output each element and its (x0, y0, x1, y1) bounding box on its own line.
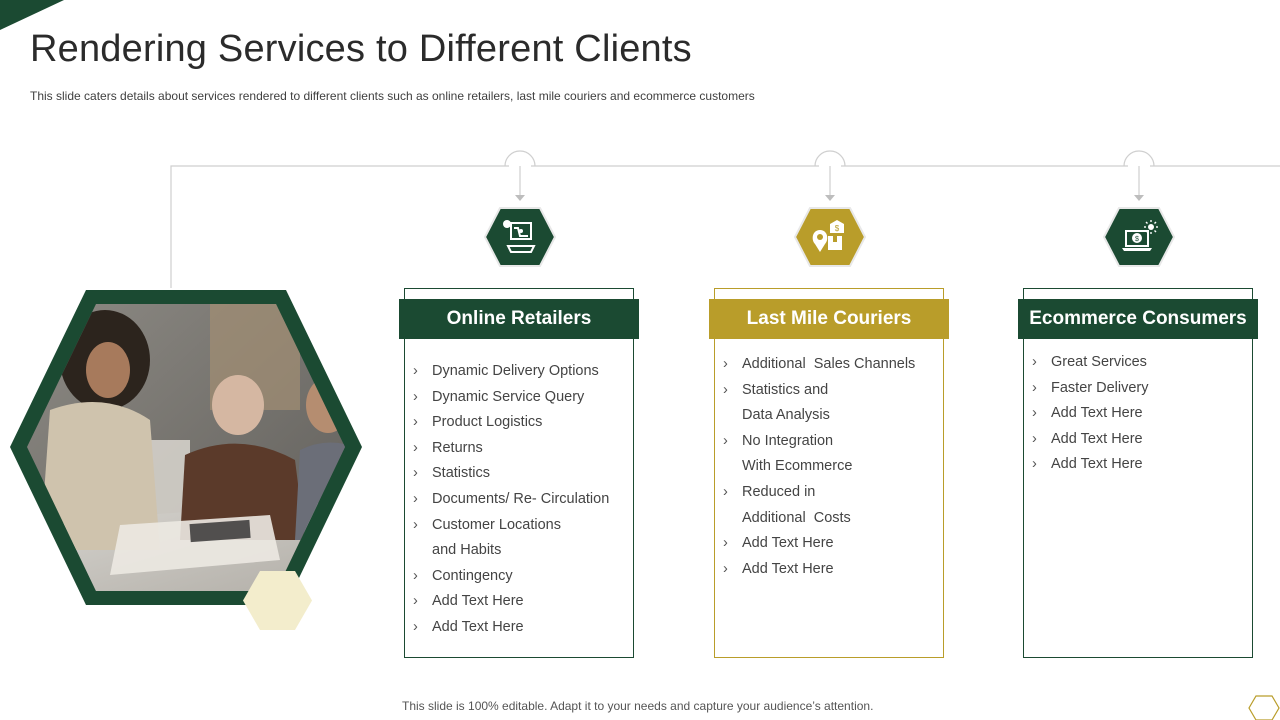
card-ecommerce-consumers: Ecommerce Consumers › Great Services › Fast… (1018, 288, 1258, 658)
chevron-right-icon: › (723, 356, 728, 372)
chevron-right-icon: › (413, 567, 418, 584)
card-title: Last Mile Couriers (709, 299, 949, 339)
list-item: › Contingency (413, 564, 629, 590)
list-item-text: Add Text Here (1051, 430, 1143, 447)
card-title: Ecommerce Consumers (1018, 299, 1258, 339)
card-list: › Dynamic Delivery Options › Dynamic Servic… (413, 359, 629, 641)
list-item-text: Add Text Here (1051, 405, 1143, 422)
chevron-right-icon: › (413, 490, 418, 507)
svg-text:$: $ (1135, 236, 1139, 243)
chevron-right-icon: › (413, 388, 418, 405)
chevron-right-icon: › (1032, 456, 1037, 473)
list-item-text: Data Analysis (742, 407, 830, 424)
list-item: › No Integration (723, 429, 939, 455)
list-item-text: Add Text Here (432, 618, 524, 635)
online-shopping-icon (484, 207, 556, 267)
card-list: › Great Services › Faster Delivery › Add Text… (1032, 350, 1248, 478)
list-item-text: Product Logistics (432, 414, 543, 431)
chevron-right-icon: › (413, 465, 418, 482)
list-item: › Faster Delivery (1032, 376, 1248, 402)
list-item: › Product Logistics (413, 410, 629, 436)
chevron-right-icon: › (1032, 405, 1037, 422)
list-item-text: Additional Costs (742, 509, 851, 526)
list-item: › Add Text Here (723, 531, 939, 557)
card-online-retailers: Online Retailers › Dynamic Delivery Optio… (399, 288, 639, 658)
list-item-text: and Habits (432, 542, 502, 559)
list-item: › Add Text Here (723, 557, 939, 583)
list-item: and Habits (413, 538, 629, 564)
list-item-text: Add Text Here (432, 593, 524, 610)
chevron-right-icon: › (413, 363, 418, 379)
list-item: › Dynamic Service Query (413, 385, 629, 411)
list-item: Additional Costs (723, 506, 939, 532)
list-item: › Add Text Here (1032, 452, 1248, 478)
team-meeting-photo (10, 290, 362, 605)
chevron-right-icon: › (723, 483, 728, 500)
list-item-text: Dynamic Delivery Options (432, 363, 599, 379)
list-item: › Documents/ Re- Circulation (413, 487, 629, 513)
list-item-text: Dynamic Service Query (432, 388, 585, 405)
list-item-text: Statistics (432, 465, 491, 482)
list-item: › Great Services (1032, 350, 1248, 376)
chevron-right-icon: › (723, 560, 728, 577)
list-item-text: Contingency (432, 567, 513, 584)
list-item-text: Additional Sales Channels (742, 356, 916, 372)
list-item-text: Statistics and (742, 381, 829, 398)
list-item: Data Analysis (723, 403, 939, 429)
page-subtitle: This slide caters details about services… (30, 89, 755, 103)
list-item-text: Great Services (1051, 354, 1147, 370)
list-item: › Add Text Here (413, 589, 629, 615)
list-item: › Additional Sales Channels (723, 352, 939, 378)
list-item-text: Faster Delivery (1051, 379, 1149, 396)
list-item-text: With Ecommerce (742, 458, 853, 475)
list-item-text: Add Text Here (742, 560, 834, 577)
list-item: › Add Text Here (1032, 401, 1248, 427)
chevron-right-icon: › (413, 439, 418, 456)
footer-note: This slide is 100% editable. Adapt it to… (402, 699, 874, 713)
list-item: › Reduced in (723, 480, 939, 506)
list-item-text: Add Text Here (742, 535, 834, 552)
svg-text:$: $ (835, 224, 840, 233)
list-item: › Statistics (413, 461, 629, 487)
list-item: › Dynamic Delivery Options (413, 359, 629, 385)
list-item-text: Customer Locations (432, 516, 561, 533)
chevron-right-icon: › (723, 432, 728, 449)
card-last-mile-couriers: Last Mile Couriers › Additional Sales Cha… (709, 288, 949, 658)
list-item-text: Documents/ Re- Circulation (432, 490, 610, 507)
chevron-right-icon: › (723, 381, 728, 398)
list-item: › Statistics and (723, 378, 939, 404)
corner-accent (0, 0, 64, 30)
chevron-right-icon: › (413, 516, 418, 533)
chevron-right-icon: › (413, 618, 418, 635)
chevron-right-icon: › (1032, 379, 1037, 396)
chevron-right-icon: › (413, 414, 418, 431)
list-item: › Add Text Here (1032, 427, 1248, 453)
laptop-money-icon: $ (1103, 207, 1175, 267)
list-item: With Ecommerce (723, 454, 939, 480)
chevron-right-icon: › (413, 593, 418, 610)
list-item: › Customer Locations (413, 513, 629, 539)
cream-hexagon-decoration (243, 571, 312, 630)
chevron-right-icon: › (1032, 430, 1037, 447)
list-item-text: No Integration (742, 432, 834, 449)
corner-hexagon-outline (1248, 695, 1280, 720)
card-title: Online Retailers (399, 299, 639, 339)
delivery-location-icon: $ (794, 207, 866, 267)
list-item-text: Reduced in (742, 483, 816, 500)
list-item-text: Add Text Here (1051, 456, 1143, 473)
list-item: › Returns (413, 436, 629, 462)
list-item-text: Returns (432, 439, 483, 456)
page-title: Rendering Services to Different Clients (30, 28, 692, 70)
chevron-right-icon: › (1032, 354, 1037, 370)
card-list: › Additional Sales Channels › Statistics an… (723, 352, 939, 582)
list-item: › Add Text Here (413, 615, 629, 641)
chevron-right-icon: › (723, 535, 728, 552)
